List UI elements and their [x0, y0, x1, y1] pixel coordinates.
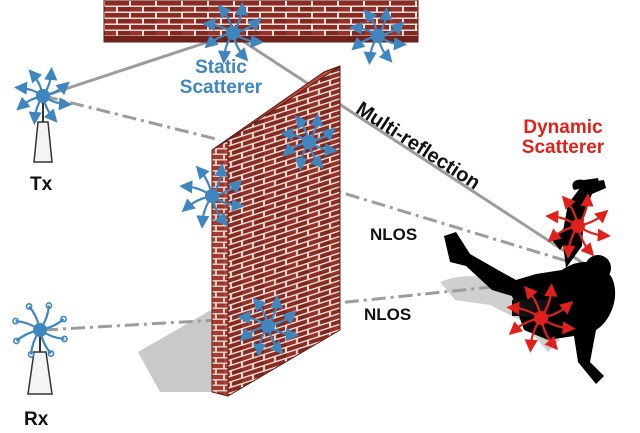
- rx-nlos-path: [43, 318, 219, 332]
- nlos-path-top: [319, 184, 571, 264]
- dynamic-scatterer-lower: [506, 283, 576, 353]
- static-scatterer-wall-top: [279, 112, 339, 172]
- static-scatterer-wall-left: [179, 163, 245, 229]
- rx-scatterer: [12, 302, 68, 358]
- dancer-shadow: [440, 276, 560, 352]
- dynamic-scatterer-upper: [545, 193, 611, 259]
- top-brick-wall: [103, 0, 419, 43]
- static-scatterer-wall-bottom: [236, 294, 300, 358]
- static-scatterer-label: Static Scatterer: [175, 58, 267, 98]
- tx-to-top-wall-path: [43, 32, 233, 98]
- nlos-label-top: NLOS: [370, 225, 418, 244]
- static-scatterer-top-wall-2: [348, 6, 408, 66]
- front-brick-wall: [211, 65, 341, 397]
- static-scatterer-label-line2: Scatterer: [179, 76, 263, 98]
- dynamic-scatterer-label-line2: Scatterer: [521, 136, 605, 158]
- tx-scatterer: [13, 66, 73, 126]
- nlos-label-bottom: NLOS: [364, 305, 412, 324]
- static-scatterer-label-line1: Static: [195, 57, 247, 78]
- tx-label: Tx: [30, 174, 53, 195]
- tx-nlos-path: [43, 94, 221, 142]
- rx-antenna: [27, 330, 53, 395]
- static-scatterer-top-wall-1: [201, 1, 265, 65]
- nlos-path-bottom: [317, 280, 541, 307]
- scatterer-markers: [12, 1, 611, 358]
- rx-label: Rx: [24, 409, 49, 430]
- wall-shadow: [138, 306, 218, 392]
- dynamic-scatterer-label: Dynamic Scatterer: [498, 118, 628, 158]
- dynamic-scatterer-label-line1: Dynamic: [523, 117, 603, 138]
